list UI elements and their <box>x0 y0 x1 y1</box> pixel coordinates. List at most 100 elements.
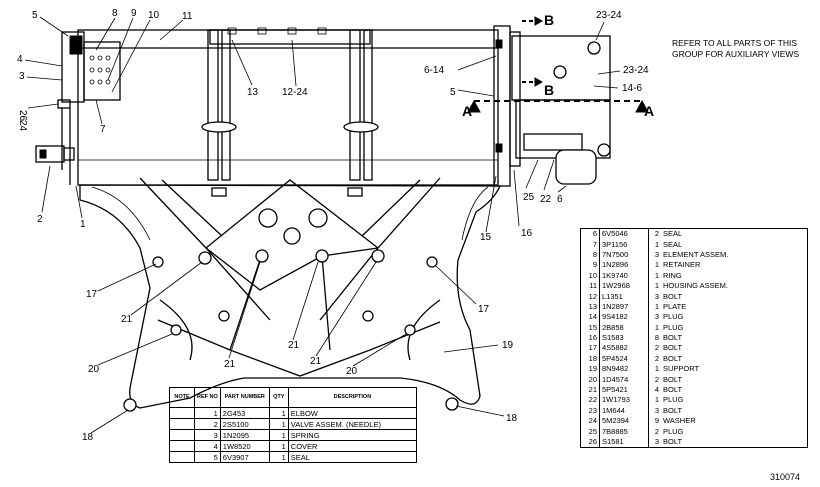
callout: 19 <box>502 340 514 351</box>
figure-number: 310074 <box>770 472 801 482</box>
col-desc-header: DESCRIPTION <box>287 387 418 408</box>
cell-qty: 9 <box>654 416 659 426</box>
cell-description: ELBOW <box>287 407 418 419</box>
cell-part-number: 9S4182 <box>599 312 649 323</box>
cell-ref: 12 <box>580 291 600 302</box>
callout: 10 <box>148 10 160 21</box>
cell-qty: 3 <box>654 312 659 322</box>
cell-ref: 11 <box>580 280 600 292</box>
callouts: 5 8 9 10 11 4 3 26 24 7 2 1 13 12-24 6-1… <box>17 8 649 443</box>
callout: 6-14 <box>424 65 444 76</box>
cell-part-number: 8N9482 <box>599 364 649 375</box>
cell-ref: 22 <box>580 395 600 406</box>
cell-ref: 6 <box>580 228 600 240</box>
cell-part-number: 1M644 <box>599 405 649 417</box>
cell-note <box>169 451 195 463</box>
cell-part-number: 5M2394 <box>599 416 649 427</box>
cell-ref: 20 <box>580 374 600 385</box>
cell-part-number: 1W8520 <box>219 440 270 452</box>
cell-qty: 8 <box>654 333 659 343</box>
callout: 15 <box>480 232 492 243</box>
cell-description: ELEMENT ASSEM. <box>663 249 729 259</box>
cell-part-number: 1N2896 <box>599 260 649 271</box>
cell-qty: 1 <box>654 270 659 280</box>
cell-part-number: 1N2095 <box>219 429 270 441</box>
cell-description: PLATE <box>663 301 687 311</box>
callout: 22 <box>540 194 552 205</box>
col-ref-header: REF NO <box>194 387 221 408</box>
callout: 4 <box>17 54 23 65</box>
cell-part-number: 3P1156 <box>599 239 649 250</box>
callout: 21 <box>224 359 236 370</box>
callout: 25 <box>523 192 535 203</box>
cell-qty: 2 <box>654 426 659 436</box>
cell-ref: 24 <box>580 416 600 427</box>
cell-description: SEAL <box>287 451 418 463</box>
element-assembly-holes <box>89 55 111 85</box>
cell-part-number: 5P4524 <box>599 353 649 365</box>
cell-qty: 4 <box>654 385 659 395</box>
cell-description: BOLT <box>663 343 683 353</box>
filter-housing <box>35 25 611 187</box>
cell-part-number: 1D4574 <box>599 374 649 385</box>
cell-description: COVER <box>287 440 418 452</box>
cell-ref: 7 <box>580 239 600 250</box>
callout: 21 <box>121 314 133 325</box>
cell-note <box>169 407 195 419</box>
callout: 8 <box>112 8 118 19</box>
cell-part-number: S1583 <box>599 332 649 344</box>
callout: 9 <box>131 8 137 19</box>
cell-ref: 3 <box>194 429 221 441</box>
callout: 23-24 <box>596 10 622 21</box>
cell-ref: 9 <box>580 260 600 271</box>
cell-part-number: 1K9740 <box>599 270 649 281</box>
cell-qty: 1 <box>268 418 289 430</box>
cell-description: BOLT <box>663 353 683 363</box>
callout: 24 <box>17 120 28 132</box>
cell-ref: 19 <box>580 364 600 375</box>
cell-description: RETAINER <box>663 260 701 270</box>
cell-ref: 16 <box>580 332 600 344</box>
cell-qty: 1 <box>654 281 659 291</box>
callout: 13 <box>247 87 259 98</box>
cell-ref: 5 <box>194 451 221 463</box>
cell-qty: 1 <box>268 407 289 419</box>
cell-qty: 2 <box>654 374 659 384</box>
cell-description: SPRING <box>287 429 418 441</box>
cell-description: BOLT <box>663 333 683 343</box>
callout: 21 <box>288 340 300 351</box>
section-marker-a-right: A <box>644 103 654 119</box>
callout: 12-24 <box>282 87 308 98</box>
cell-qty: 1 <box>654 260 659 270</box>
callout: 5 <box>32 10 38 21</box>
cell-part-number: 1W1793 <box>599 395 649 406</box>
support-bracket <box>79 177 501 412</box>
callout: 17 <box>478 304 490 315</box>
cell-qty: 1 <box>654 395 659 405</box>
callout: 2 <box>37 214 43 225</box>
cell-ref: 25 <box>580 426 600 437</box>
cell-description: PLUG <box>663 395 684 405</box>
cell-qty: 3 <box>654 249 659 259</box>
cell-part-number: 2S5100 <box>219 418 270 430</box>
cell-part-number: 5P5421 <box>599 384 649 396</box>
section-marker-b-bottom: B <box>544 82 554 98</box>
table-header-row: NOTE REF NO PART NUMBER QTY DESCRIPTION <box>169 387 418 408</box>
cell-ref: 14 <box>580 312 600 323</box>
cell-description: SEAL <box>663 229 683 239</box>
cell-note <box>169 429 195 441</box>
cell-ref: 26 <box>580 436 600 448</box>
callout: 26 <box>17 110 28 122</box>
